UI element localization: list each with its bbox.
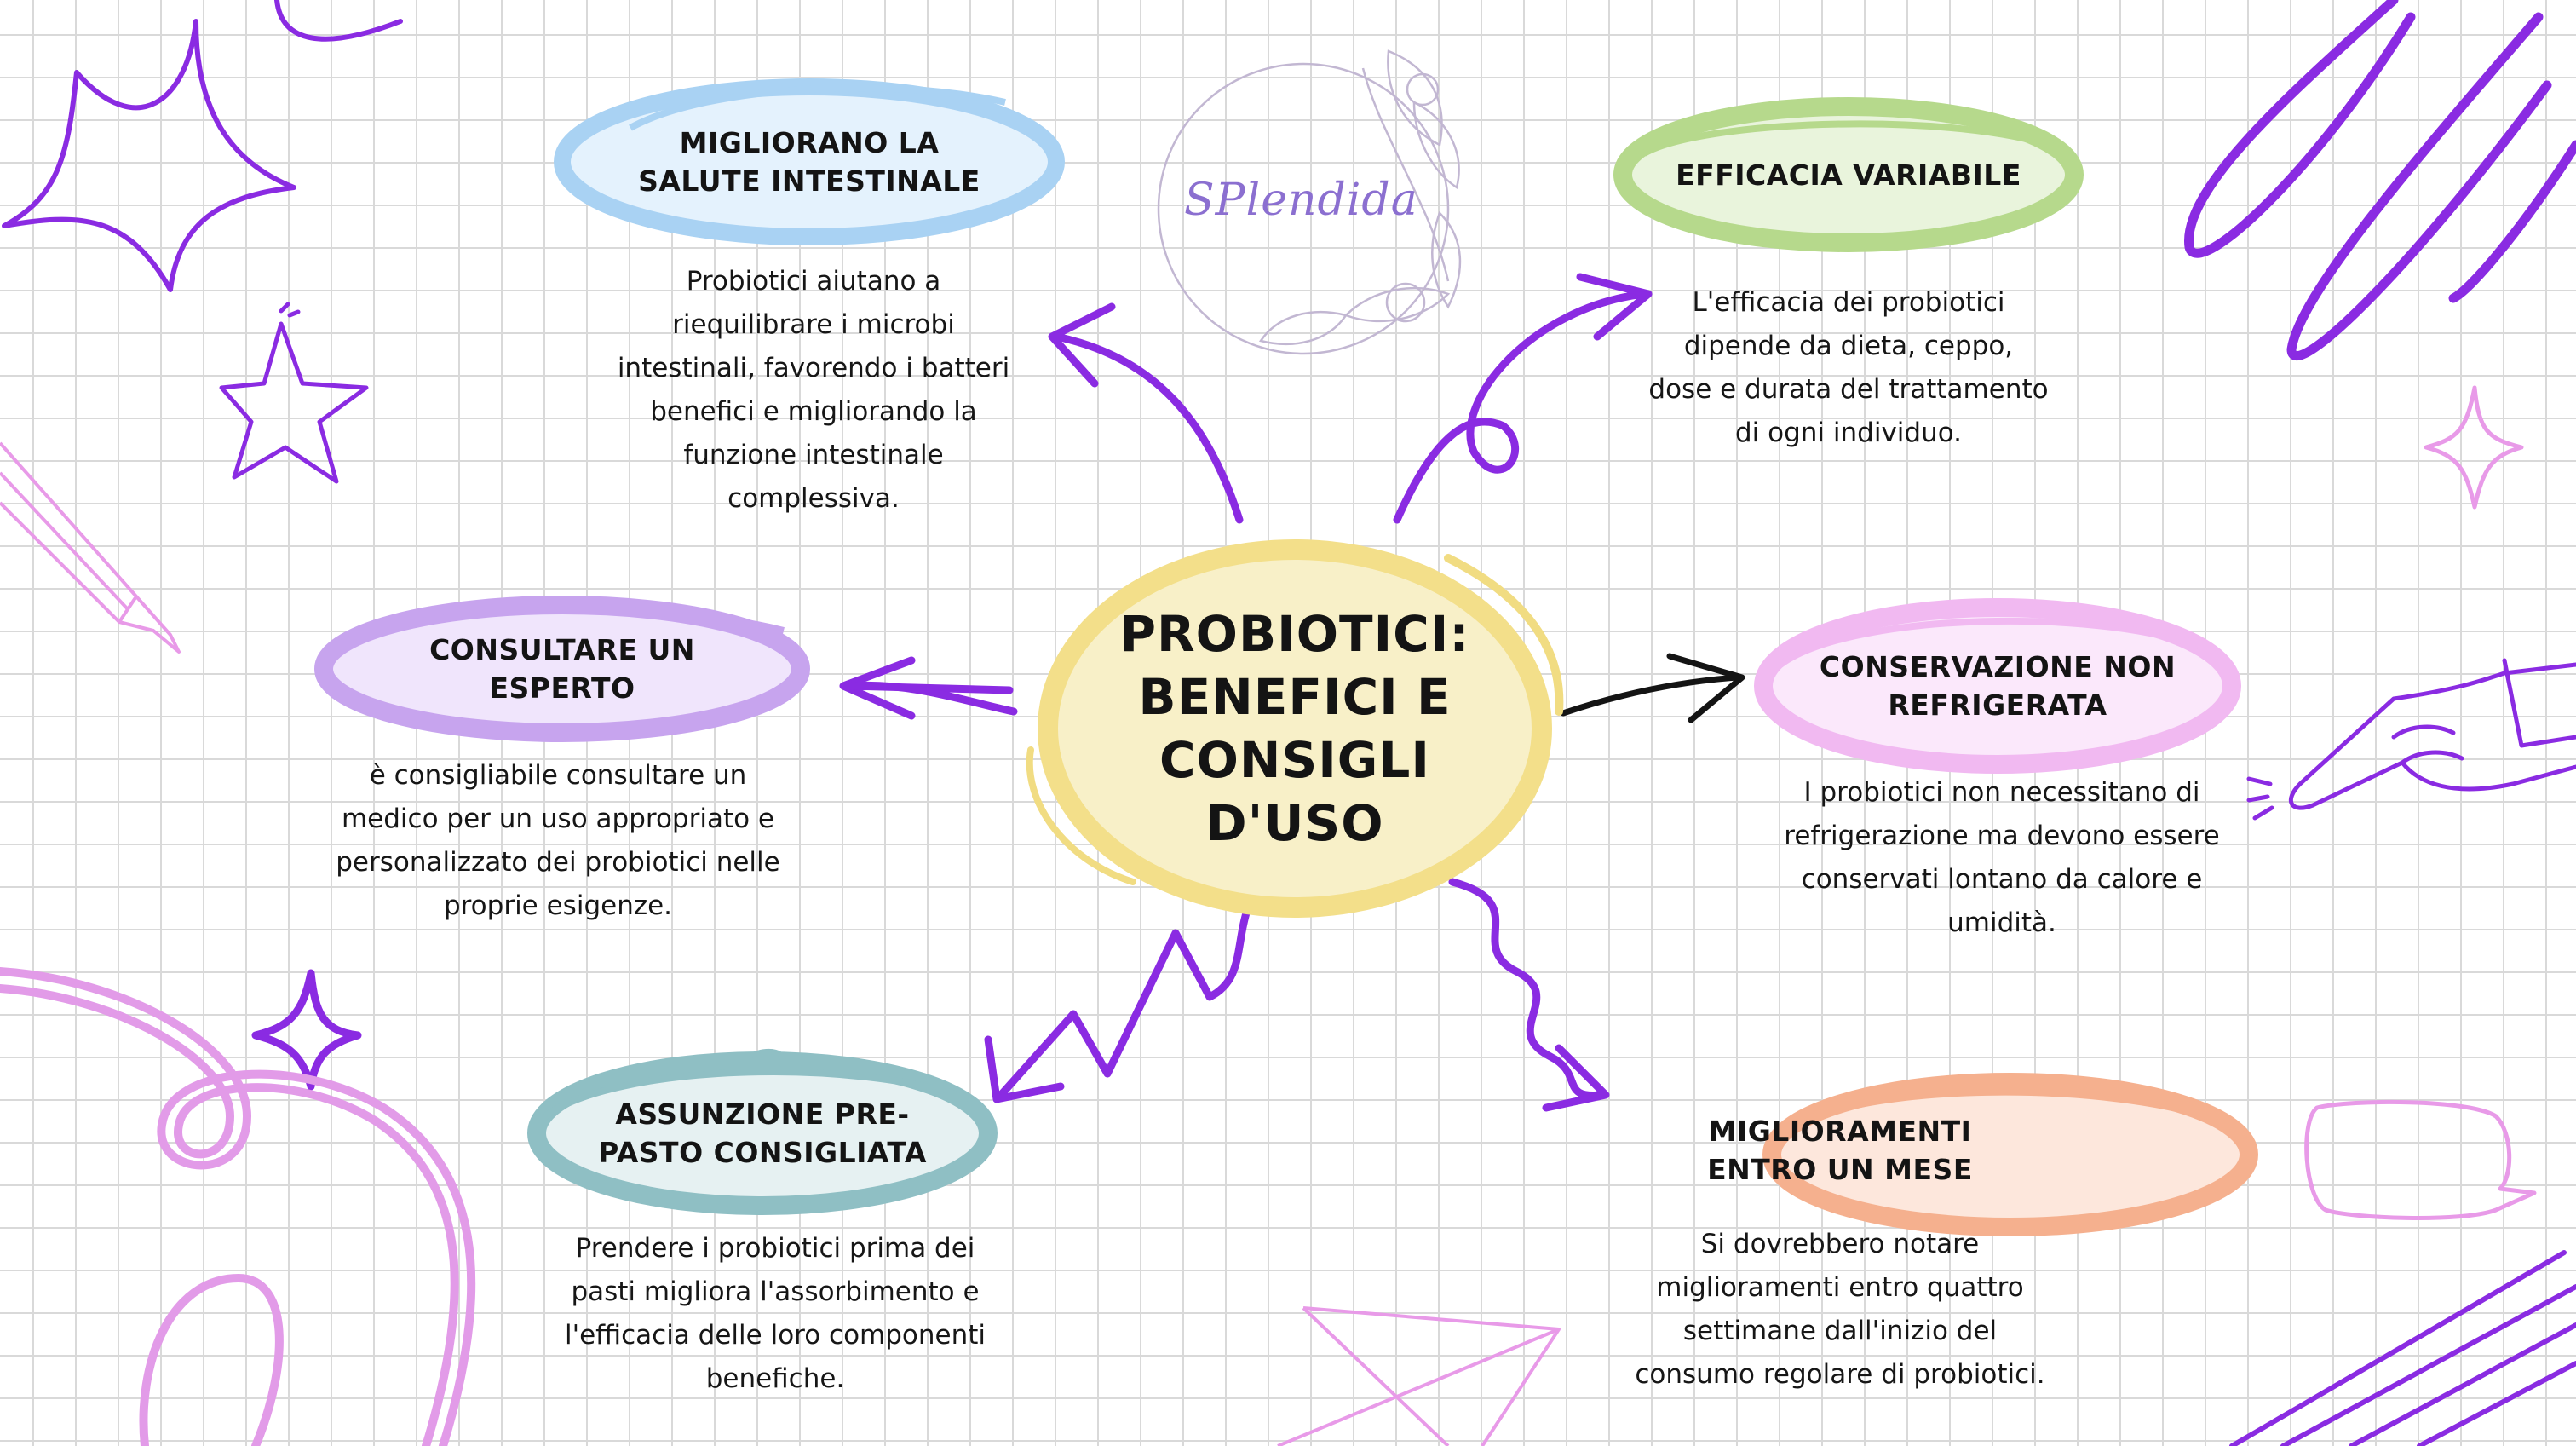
sparkle-icon bbox=[2424, 385, 2524, 510]
premeal-node-shape bbox=[527, 1048, 998, 1215]
scribble-icon bbox=[2229, 1250, 2576, 1446]
branch-title-storage: Conservazione non refrigerata bbox=[1819, 650, 2176, 722]
expert-node-shape bbox=[314, 596, 810, 742]
month-node-shape bbox=[1762, 1073, 2258, 1236]
branch-description-expert: è consigliabile consultare un medico per… bbox=[336, 760, 780, 921]
branch-title-intestinal: Migliorano la salute intestinale bbox=[638, 126, 980, 198]
branch-title-premeal: Assunzione pre-pasto consigliata bbox=[598, 1097, 927, 1169]
branch-description-month: Si dovrebbero notare miglioramenti entro… bbox=[1635, 1229, 2045, 1390]
central-topic: PROBIOTICI: BENEFICI E CONSIGLI D'USO bbox=[1119, 605, 1470, 852]
pointing-hand-icon bbox=[2246, 658, 2576, 821]
center-node-shape bbox=[1026, 539, 1564, 918]
branch-title-expert: Consultare un esperto bbox=[429, 633, 695, 705]
storage-node-shape bbox=[1754, 598, 2241, 774]
pencil-icon bbox=[0, 441, 181, 654]
branch-description-storage: I probiotici non necessitano di refriger… bbox=[1784, 777, 2220, 938]
star-icon bbox=[2, 0, 403, 292]
branch-title-month: Miglioramenti entro un mese bbox=[1707, 1115, 1973, 1186]
floral-wreath-icon bbox=[1157, 49, 1462, 355]
branch-title-efficacy: Efficacia variabile bbox=[1676, 158, 2021, 192]
sparkle-icon bbox=[251, 969, 362, 1091]
arrow-icon bbox=[839, 273, 1653, 1112]
scribble-icon bbox=[0, 967, 476, 1446]
star-icon bbox=[1277, 1306, 1561, 1446]
star-icon bbox=[219, 302, 369, 484]
branch-description-premeal: Prendere i probiotici prima dei pasti mi… bbox=[564, 1233, 986, 1394]
branch-description-efficacy: L'efficacia dei probiotici dipende da di… bbox=[1648, 287, 2049, 448]
arrow-icon bbox=[1560, 653, 1745, 723]
intestinal-node-shape bbox=[554, 78, 1065, 245]
speech-bubble-icon bbox=[2304, 1099, 2537, 1220]
efficacy-node-shape bbox=[1613, 97, 2084, 252]
branch-description-intestinal: Probiotici aiutano a riequilibrare i mic… bbox=[617, 266, 1010, 514]
logo-text: SPlendida bbox=[1184, 175, 1418, 226]
scribble-icon bbox=[2184, 0, 2576, 360]
